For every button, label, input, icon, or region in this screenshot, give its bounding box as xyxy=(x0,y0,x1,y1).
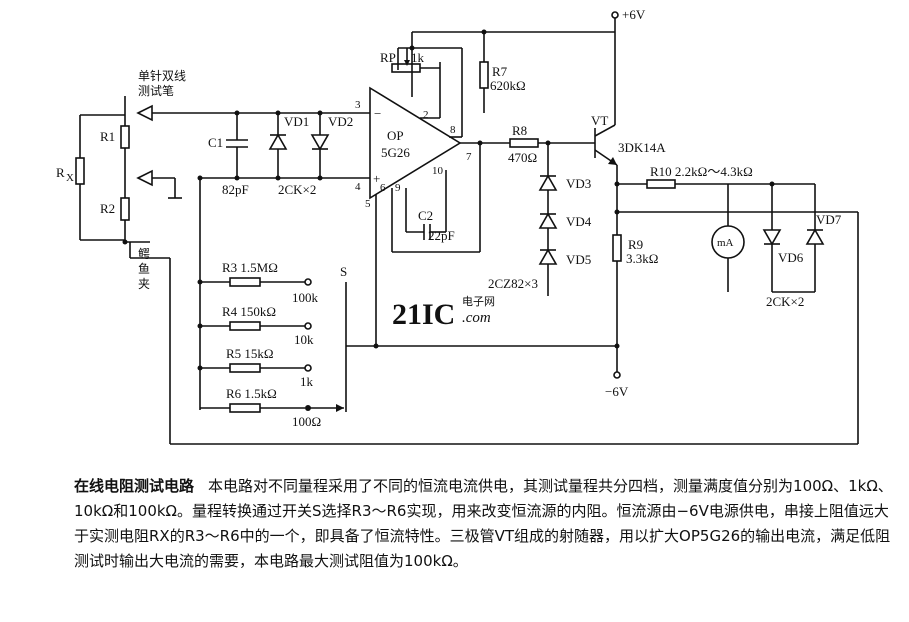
pin-3: 3 xyxy=(355,99,361,111)
r10-label: R10 2.2kΩ～4.3kΩ xyxy=(650,164,753,179)
zener-value: 2CZ82×3 xyxy=(488,276,538,291)
vd1-diode xyxy=(268,133,288,150)
pin-9: 9 xyxy=(395,182,401,194)
r9-value: 3.3kΩ xyxy=(626,251,658,266)
power-pos-terminal xyxy=(611,11,619,19)
range-selector: R3 1.5MΩ 100k R4 150kΩ 10k R5 15kΩ 1k xyxy=(197,260,617,429)
range-r3-tap: 100k xyxy=(292,290,319,305)
probe-label: 单针双线测试笔 xyxy=(138,68,186,98)
pin-minus: − xyxy=(374,106,381,121)
tap-10k[interactable] xyxy=(304,322,312,330)
rx-subscript: X xyxy=(66,172,74,184)
range-r6: R6 1.5kΩ 100Ω xyxy=(200,386,321,429)
r8-value: 470Ω xyxy=(508,150,537,165)
supply-rail: +6V R7 620kΩ xyxy=(411,7,646,125)
opamp-5g26: OP 5G26 − + 3 4 2 8 7 10 5 6 9 RP 1k xyxy=(355,45,510,346)
vd3-zener xyxy=(538,174,558,191)
pin-8: 8 xyxy=(450,124,456,136)
rp-wiper-arrow xyxy=(404,60,410,66)
rx-probe-section: R X R1 R2 单针双线测试笔 鳄鱼夹 xyxy=(56,68,370,291)
c2-value: 22pF xyxy=(428,228,455,243)
range-r5-label: R5 15kΩ xyxy=(226,346,274,361)
vt-label: VT xyxy=(591,113,608,128)
range-r3: R3 1.5MΩ 100k xyxy=(197,260,319,305)
input-network: C1 82pF VD1 VD2 2CK×2 xyxy=(197,110,370,410)
vd1-label: VD1 xyxy=(284,114,309,129)
range-r5-tap: 1k xyxy=(300,374,314,389)
range-r6-tap: 100Ω xyxy=(292,414,321,429)
range-r4-label: R4 150kΩ xyxy=(222,304,276,319)
r7-value: 620kΩ xyxy=(490,78,526,93)
circuit-schematic: R X R1 R2 单针双线测试笔 鳄鱼夹 C1 82pF xyxy=(56,7,859,445)
vd7-diode xyxy=(805,228,825,245)
vd4-zener xyxy=(538,212,558,229)
rp-label: RP xyxy=(380,50,396,65)
c1-value: 82pF xyxy=(222,182,249,197)
rp-potentiometer xyxy=(391,63,421,73)
vd6-label: VD6 xyxy=(778,250,804,265)
vd5-zener xyxy=(538,248,558,265)
c2-label: C2 xyxy=(418,208,433,223)
vt-collector xyxy=(594,124,616,137)
range-r4: R4 150kΩ 10k xyxy=(197,304,314,347)
tap-1k[interactable] xyxy=(304,364,312,372)
pin-plus: + xyxy=(373,171,380,186)
r1-resistor xyxy=(120,125,130,149)
range-r5: R5 15kΩ 1k xyxy=(197,346,314,389)
description-body: 本电路对不同量程采用了不同的恒流电流供电，其测试量程共分四档，测量满度值分别为1… xyxy=(74,477,893,570)
circuit-description: 在线电阻测试电路本电路对不同量程采用了不同的恒流电流供电，其测试量程共分四档，测… xyxy=(74,474,894,574)
r10-resistor xyxy=(646,179,676,189)
power-neg-terminal xyxy=(613,371,621,379)
vd4-label: VD4 xyxy=(566,214,592,229)
r2-label: R2 xyxy=(100,201,115,216)
vd2-diode xyxy=(310,134,330,151)
meter-label: mA xyxy=(717,237,734,249)
pin-10: 10 xyxy=(432,165,444,177)
r9-resistor xyxy=(612,234,622,262)
watermark-com: .com xyxy=(462,310,491,326)
watermark-top: 电子网 xyxy=(462,295,495,308)
output-stage: R8 470Ω VT 3DK14A VD3 VD4 VD5 2CZ82×3 xyxy=(488,113,666,296)
rx-label: R xyxy=(56,165,65,180)
pin-5: 5 xyxy=(365,198,371,210)
switch-s-label: S xyxy=(340,264,347,279)
r7-resistor xyxy=(479,61,489,89)
r1-label: R1 xyxy=(100,129,115,144)
pin-7: 7 xyxy=(466,151,472,163)
meter-section: R10 2.2kΩ～4.3kΩ R9 3.3kΩ −6V mA xyxy=(129,164,859,445)
power-neg-label: −6V xyxy=(605,384,629,399)
watermark-main: 21IC xyxy=(392,298,455,331)
r8-resistor xyxy=(509,138,539,148)
r2-resistor xyxy=(120,197,130,221)
vd2-label: VD2 xyxy=(328,114,353,129)
vd6-diode xyxy=(762,229,782,246)
r9-label: R9 xyxy=(628,237,643,252)
tap-100k[interactable] xyxy=(304,278,312,286)
opamp-model: 5G26 xyxy=(381,145,410,160)
power-pos-label: +6V xyxy=(622,7,646,22)
rp-value: 1k xyxy=(411,50,425,65)
vt-model: 3DK14A xyxy=(618,140,666,155)
r7-label: R7 xyxy=(492,64,508,79)
diode-pair-value: 2CK×2 xyxy=(278,182,316,197)
pin-2: 2 xyxy=(423,109,429,121)
probe-arrow-bottom xyxy=(136,169,153,187)
range-r4-tap: 10k xyxy=(294,332,314,347)
vd5-label: VD5 xyxy=(566,252,591,267)
pin-4: 4 xyxy=(355,181,361,193)
site-watermark: 21IC 电子网 .com xyxy=(392,295,495,331)
r8-label: R8 xyxy=(512,123,527,138)
vd7-label: VD7 xyxy=(816,212,842,227)
vd3-label: VD3 xyxy=(566,176,591,191)
description-title: 在线电阻测试电路 xyxy=(74,477,195,495)
diode-pair-value-2: 2CK×2 xyxy=(766,294,804,309)
probe-arrow-top xyxy=(136,104,153,122)
clip-label: 鳄鱼夹 xyxy=(138,247,150,291)
rx-resistor xyxy=(75,157,85,185)
opamp-name: OP xyxy=(387,128,404,143)
pin-6: 6 xyxy=(380,182,386,194)
range-r6-label: R6 1.5kΩ xyxy=(226,386,277,401)
c1-label: C1 xyxy=(208,135,223,150)
range-r3-label: R3 1.5MΩ xyxy=(222,260,278,275)
